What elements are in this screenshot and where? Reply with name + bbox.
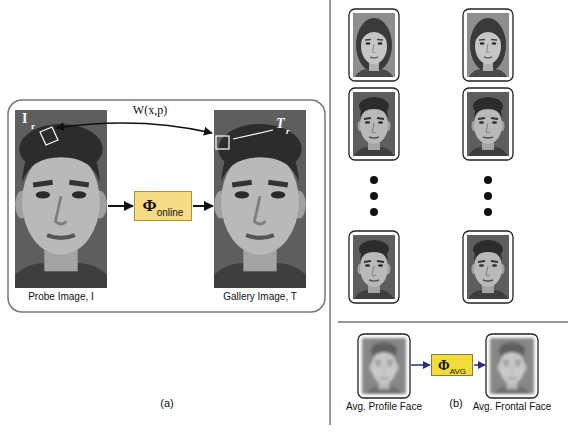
text-group: Φonline [143,196,184,216]
flow-arrow [108,205,133,207]
text-group: ΦAVG [438,356,466,374]
flow-arrow [193,205,213,207]
image-caption: Probe Image, I [28,291,94,302]
transform-box: ΦAVG [431,354,473,376]
text-group: Avg. Profile Face [346,401,422,412]
photo-frame [349,9,399,81]
panel-label: (b) [449,397,462,409]
face-photo [349,92,399,156]
subscript-text: AVG [450,367,466,376]
ellipsis-dot [484,176,492,184]
text-group: Avg. Frontal Face [473,401,552,412]
face-photo [463,13,513,77]
patch-label: T [276,116,285,132]
gallery-photo [190,110,329,288]
image-caption: Gallery Image, T [223,291,297,302]
separator-line [338,322,568,323]
image-caption: Avg. Frontal Face [473,401,552,412]
average-face [490,338,534,394]
probe-image: Probe Image, I [15,110,107,288]
ellipsis-dot [370,208,378,216]
panel-frame [8,100,325,312]
face-photo [349,13,399,77]
ellipsis-dot [484,192,492,200]
panel-label: (a) [160,397,173,409]
face-gallery [349,9,513,303]
average-frontal: Avg. Frontal Face [486,334,538,398]
text-group: Gallery Image, T [223,291,297,302]
ellipsis-dot [484,208,492,216]
ellipsis-dot [370,192,378,200]
flow-arrow [474,364,485,366]
symbol-text: Φ [438,358,450,373]
flow-arrow [411,364,430,366]
text-group: Probe Image, I [28,291,94,302]
photo-frame [358,334,410,398]
symbol-text: Φ [143,196,157,215]
warp-label: W(x,p) [133,103,167,118]
face-photo [463,92,513,156]
face-photo [349,235,399,299]
photo-frame [349,88,399,160]
average-profile: Avg. Profile Face [358,334,410,398]
probe-photo [0,110,131,288]
gallery-patch [216,136,229,149]
photo-frame [486,334,538,398]
ellipsis-dot [370,176,378,184]
transform-box: Φonline [134,191,192,221]
average-face [362,338,406,394]
photo-frame [463,231,513,303]
face-photo [463,235,513,299]
image-caption: Avg. Profile Face [346,401,422,412]
patch-subscript: r [31,121,35,131]
patch-label: I [22,111,27,127]
gallery-image: Gallery Image, T [214,110,306,288]
patch-subscript: r [286,126,290,136]
warp-arrow [56,123,212,133]
subscript-text: online [157,207,184,218]
probe-patch [40,127,58,145]
divider-line [330,0,331,425]
photo-frame [349,231,399,303]
photo-frame [463,9,513,81]
photo-frame [463,88,513,160]
leader-line [233,130,273,139]
